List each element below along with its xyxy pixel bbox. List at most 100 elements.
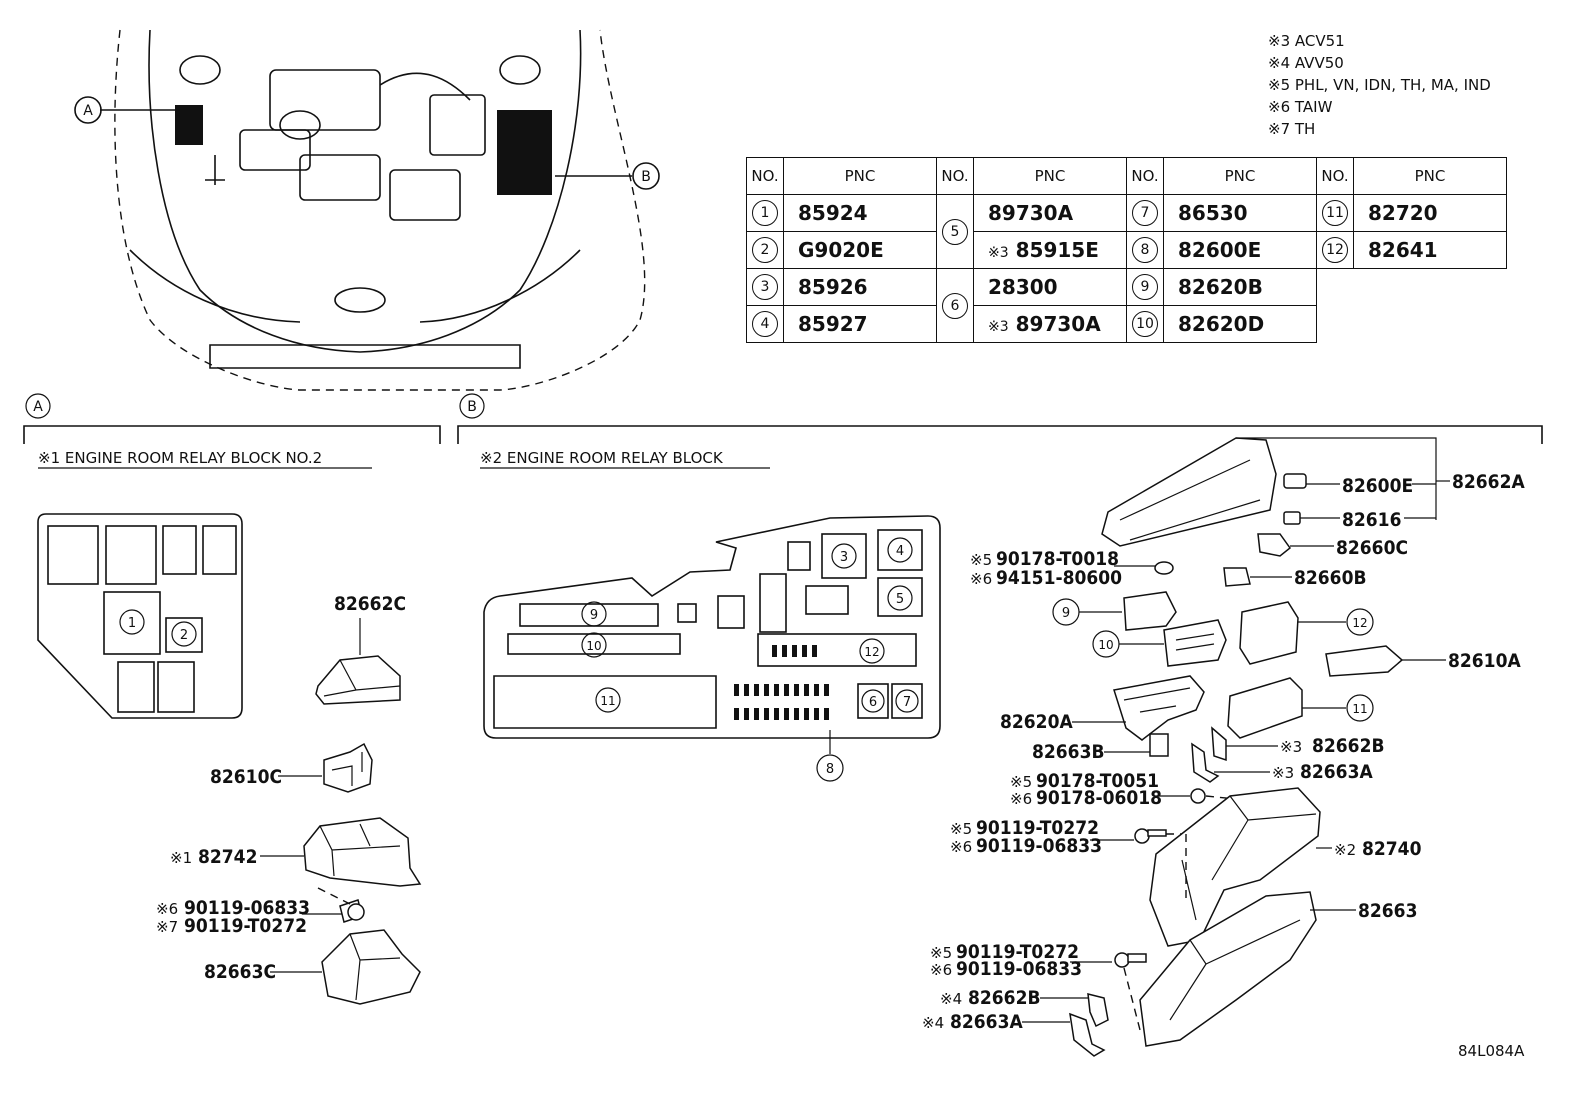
part-82662b-3: 82662B — [1312, 735, 1385, 757]
box-num-8: 8 — [826, 762, 834, 777]
row-no-12: 12 — [1322, 237, 1348, 263]
fuse-rows-8 — [734, 684, 829, 720]
part-82740: 82740 — [1362, 838, 1422, 860]
pnc-85924: 85924 — [783, 194, 937, 232]
row-no-8: 8 — [1132, 237, 1158, 263]
pnc-89730a-b-mark: ※3 — [988, 319, 1009, 335]
box-num-1: 1 — [128, 616, 136, 631]
header-no-1: NO. — [746, 157, 784, 195]
nut-b-mark: ※6 — [1010, 790, 1032, 808]
part-82620a: 82620A — [1000, 711, 1073, 733]
box-num-6: 6 — [869, 695, 877, 710]
pnc-89730a-b: 89730A — [1015, 312, 1101, 336]
relay-block-layout: 9 10 11 3 4 5 12 6 7 8 — [483, 515, 941, 782]
pnc-85915e-mark: ※3 — [988, 245, 1009, 261]
row-no-1: 1 — [752, 200, 778, 226]
clip-b: 94151-80600 — [996, 567, 1122, 589]
box-num-2: 2 — [180, 628, 188, 643]
nut-b: 90178-06018 — [1036, 787, 1162, 809]
row-no-9: 9 — [1132, 274, 1158, 300]
bolt-a-2: 90119-T0272 — [184, 915, 307, 937]
bolt-b2-mark-a: ※5 — [930, 944, 952, 962]
pnc-85927: 85927 — [783, 305, 937, 343]
drawing-code: 84L084A — [1458, 1042, 1525, 1060]
note-7: ※7 TH — [1268, 120, 1315, 138]
part-82662b-4: 82662B — [968, 987, 1041, 1009]
part-82663: 82663 — [1358, 900, 1417, 922]
nut-a-mark: ※5 — [1010, 773, 1032, 791]
header-no-2: NO. — [936, 157, 974, 195]
part-callout-9: 9 — [1062, 606, 1070, 621]
pnc-g9020e: G9020E — [783, 231, 937, 269]
section-b-label: B — [467, 399, 477, 415]
pnc-82620d: 82620D — [1163, 305, 1317, 343]
clip-b-mark: ※6 — [970, 570, 992, 588]
row-no-3: 3 — [752, 274, 778, 300]
bolt-b1-b: 90119-06833 — [976, 835, 1102, 857]
pnc-82600e: 82600E — [1163, 231, 1317, 269]
box-num-9: 9 — [590, 608, 598, 623]
bolt-a-1: 90119-06833 — [184, 897, 310, 919]
note-3: ※3 ACV51 — [1268, 32, 1345, 50]
bolt-b1-a: 90119-T0272 — [976, 817, 1099, 839]
box-num-7: 7 — [903, 695, 911, 710]
pnc-89730a: 89730A — [973, 194, 1127, 232]
pnc-82641: 82641 — [1353, 231, 1507, 269]
part-82742: 82742 — [198, 846, 257, 868]
section-a-parts: 82662C 82610C 82742 ※1 ※6 90119-06833 ※7… — [156, 593, 422, 1005]
note-4: ※4 AVV50 — [1268, 54, 1344, 72]
pnc-86530: 86530 — [1163, 194, 1317, 232]
part-82660c: 82660C — [1336, 537, 1408, 559]
part-callout-11: 11 — [1352, 702, 1367, 716]
bolt-b2-b: 90119-06833 — [956, 958, 1082, 980]
part-82662c: 82662C — [334, 593, 406, 615]
mark2-82740: ※2 — [1334, 841, 1356, 859]
fuse-row-small — [772, 645, 817, 657]
box-num-3: 3 — [840, 550, 848, 565]
pnc-28300: 28300 — [973, 268, 1127, 306]
engine-bay-illustration: A B — [74, 29, 660, 391]
pnc-table: NO. PNC NO. PNC NO. PNC NO. PNC 1 85924 … — [746, 157, 1507, 343]
model-notes: ※3 ACV51 ※4 AVV50 ※5 PHL, VN, IDN, TH, M… — [1268, 32, 1491, 138]
header-pnc-3: PNC — [1163, 157, 1317, 195]
part-82600e: 82600E — [1342, 475, 1413, 497]
part-82663a-3: 82663A — [1300, 761, 1373, 783]
row-no-10: 10 — [1132, 311, 1158, 337]
callout-b: B — [641, 169, 651, 185]
mark4-82663a: ※4 — [922, 1014, 944, 1032]
callout-a: A — [83, 103, 93, 119]
mark3-82662b: ※3 — [1280, 738, 1302, 756]
row-no-7: 7 — [1132, 200, 1158, 226]
pnc-85926: 85926 — [783, 268, 937, 306]
box-num-5: 5 — [896, 592, 904, 607]
bolt-a-1-mark: ※6 — [156, 900, 178, 918]
part-82660b: 82660B — [1294, 567, 1367, 589]
section-b-parts: 82662A 82600E 82616 82660C 82660B ※5 901… — [922, 437, 1525, 1057]
part-82610a: 82610A — [1448, 650, 1521, 672]
part-82616: 82616 — [1342, 509, 1401, 531]
clip-a-mark: ※5 — [970, 551, 992, 569]
pnc-85915e: 85915E — [1015, 238, 1099, 262]
header-pnc-2: PNC — [973, 157, 1127, 195]
header-pnc-1: PNC — [783, 157, 937, 195]
mark4-82662b: ※4 — [940, 990, 962, 1008]
part-callout-12: 12 — [1352, 616, 1367, 630]
box-num-4: 4 — [896, 544, 904, 559]
bolt-a-2-mark: ※7 — [156, 918, 178, 936]
section-a-label: A — [33, 399, 43, 415]
part-82663a-4: 82663A — [950, 1011, 1023, 1033]
mark3-82663a: ※3 — [1272, 764, 1294, 782]
nut-a: 90178-T0051 — [1036, 770, 1159, 792]
clip-a: 90178-T0018 — [996, 548, 1119, 570]
section-a-title: ※1 ENGINE ROOM RELAY BLOCK NO.2 — [38, 449, 322, 467]
part-82663c: 82663C — [204, 961, 276, 983]
box-num-10: 10 — [586, 639, 601, 653]
box-num-12: 12 — [864, 645, 879, 659]
pnc-82620b: 82620B — [1163, 268, 1317, 306]
box-num-11: 11 — [600, 694, 615, 708]
pnc-82720: 82720 — [1353, 194, 1507, 232]
relay-block-no2-layout: 1 2 — [37, 513, 243, 719]
part-82610c: 82610C — [210, 766, 282, 788]
bolt-b2-a: 90119-T0272 — [956, 941, 1079, 963]
